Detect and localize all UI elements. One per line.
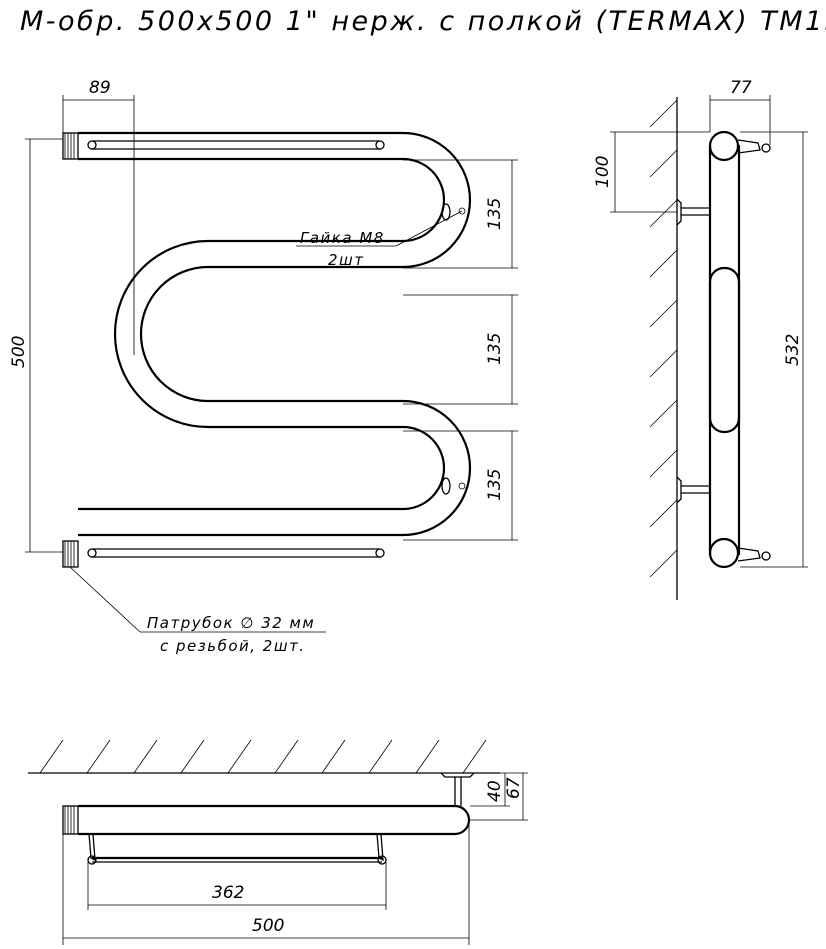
dim-loops: 135 135 135 (403, 159, 518, 541)
dim-height-532: 532 (740, 131, 808, 568)
pipe-callout: Патрубок ∅ 32 мм с резьбой, 2шт. (69, 566, 326, 655)
drawing-title: М-обр. 500х500 1" нерж. с полкой (TERMAX… (20, 6, 826, 37)
bottom-thread-nozzle (62, 540, 79, 568)
top-bracket (440, 772, 475, 806)
dim-loop-3-text: 135 (485, 469, 505, 501)
side-shelf-holder-top (737, 139, 771, 154)
side-bracket-bottom (676, 476, 710, 504)
top-thread-nozzle (62, 132, 79, 160)
pipe-label: Патрубок ∅ 32 мм (147, 614, 315, 632)
side-wall-hatching (649, 99, 678, 578)
dim-offset-text: 100 (593, 156, 613, 188)
dim-shelf-text: 362 (212, 883, 244, 903)
tube-outer-contour (78, 131, 472, 537)
top-wall-hatching (39, 739, 487, 774)
front-view: 89 500 135 135 135 Гайка (9, 78, 518, 655)
top-view: 40 67 362 500 (28, 739, 528, 945)
dim-wall-offsets: 40 67 (470, 772, 528, 821)
dim-width-500: 500 (62, 820, 470, 945)
pipe-label-2: с резьбой, 2шт. (160, 637, 306, 655)
dim-depth-77: 77 (709, 78, 771, 145)
nut-callout: Гайка М8 2шт (296, 210, 463, 269)
dim-shelf-362: 362 (87, 862, 387, 910)
dim-width-text: 500 (252, 916, 284, 936)
dim-height-500-text: 500 (9, 336, 29, 368)
nut-label: Гайка М8 (300, 229, 385, 247)
tube-inner-contour (78, 157, 446, 511)
nut-m8-top (441, 203, 466, 221)
top-shelf-rod (87, 140, 385, 150)
dim-top-offset-text: 89 (89, 78, 111, 98)
dim-offset-100: 100 (593, 131, 710, 213)
nut-qty: 2шт (328, 251, 365, 269)
side-shelf-holder-bottom (737, 547, 771, 562)
dim-loop-1-text: 135 (485, 198, 505, 230)
side-bracket-top (676, 198, 710, 226)
dim-loop-2-text: 135 (485, 333, 505, 365)
dim-wall-40-text: 40 (485, 780, 505, 802)
dim-height-532-text: 532 (783, 334, 803, 366)
top-tube (62, 804, 471, 836)
top-shelf (87, 833, 387, 865)
dim-height-500: 500 (9, 138, 63, 553)
dim-wall-67-text: 67 (504, 777, 524, 799)
dim-depth-text: 77 (730, 78, 752, 98)
side-view: 77 100 532 (593, 78, 808, 600)
bottom-shelf-rod (87, 548, 385, 558)
side-tube (708, 130, 741, 569)
dim-top-offset: 89 (62, 78, 135, 355)
nut-m8-bottom (441, 477, 466, 495)
